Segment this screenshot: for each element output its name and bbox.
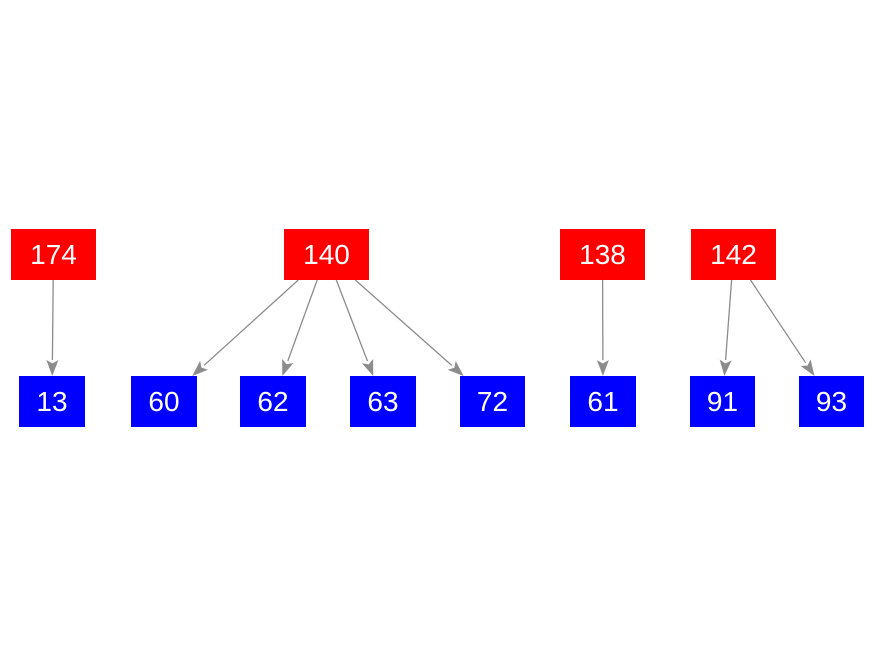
node-63: 63 [350, 376, 416, 427]
node-62: 62 [240, 376, 306, 427]
node-138: 138 [560, 229, 645, 280]
edge-140-62 [282, 279, 318, 377]
edge-140-72 [354, 279, 464, 377]
node-13: 13 [19, 376, 85, 427]
edge-174-13 [46, 279, 59, 376]
node-61: 61 [570, 376, 636, 427]
node-140: 140 [284, 229, 369, 280]
edge-142-93 [749, 279, 815, 377]
node-91: 91 [690, 376, 755, 427]
node-72: 72 [460, 376, 525, 427]
node-142: 142 [691, 229, 776, 280]
edge-140-60 [192, 279, 299, 377]
edge-142-91 [719, 279, 733, 376]
node-174: 174 [11, 229, 96, 280]
node-93: 93 [799, 376, 864, 427]
edge-140-63 [335, 279, 374, 377]
node-60: 60 [131, 376, 197, 427]
